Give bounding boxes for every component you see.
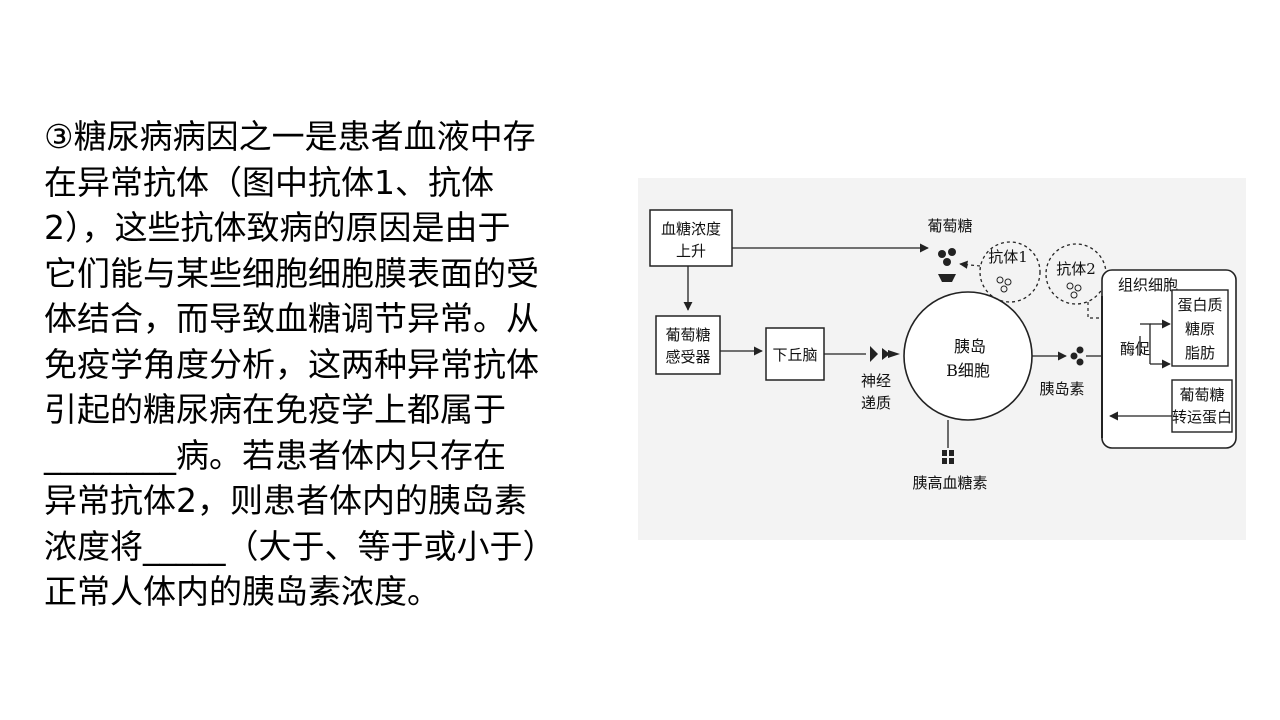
- question-line: 它们能与某些细胞细胞膜表面的受: [44, 253, 539, 293]
- islet-b-cell-label: B细胞: [946, 361, 990, 380]
- blood-sugar-rise-label: 上升: [676, 242, 706, 260]
- question-line-text: 病。若患者体内只存在: [176, 435, 506, 475]
- antibody2-label: 抗体2: [1056, 260, 1096, 278]
- neurotransmitter-label: 神经: [861, 372, 891, 390]
- neurotransmitter-icon: [870, 346, 900, 362]
- antibody1-label: 抗体1: [988, 248, 1028, 266]
- tissue-cell-label: 组织细胞: [1118, 276, 1178, 294]
- antibody2-icon: [1066, 282, 1082, 299]
- glucose-receptor-label: 葡萄糖: [665, 326, 710, 344]
- antibody1-circle: [979, 241, 1041, 303]
- glucose-receptor-icon: [938, 248, 956, 282]
- blood-sugar-rise-label: 血糖浓度: [661, 220, 721, 238]
- question-text: ③糖尿病病因之一是患者血液中存 在异常抗体（图中抗体1、抗体 2），这些抗体致病…: [44, 114, 614, 615]
- answer-blank-2[interactable]: _____: [143, 526, 226, 566]
- diagram-svg: 血糖浓度 上升 葡萄糖 感受器 下丘脑 神经 递质 胰岛 B细胞 葡萄糖 抗体1: [649, 209, 1237, 492]
- antibody1-icon: [996, 276, 1012, 293]
- neurotransmitter-label: 递质: [861, 394, 891, 412]
- transporter-label: 转运蛋白: [1172, 408, 1232, 426]
- product-label: 蛋白质: [1177, 296, 1222, 314]
- question-line: 2），这些抗体致病的原因是由于: [44, 208, 511, 247]
- answer-blank-1[interactable]: ________: [44, 435, 176, 475]
- transporter-box: [1171, 379, 1233, 433]
- antibody1-arrow: [959, 260, 981, 269]
- enzyme-label: 酶促: [1120, 340, 1150, 358]
- regulation-diagram: 血糖浓度 上升 葡萄糖 感受器 下丘脑 神经 递质 胰岛 B细胞 葡萄糖 抗体1: [638, 178, 1246, 540]
- islet-b-cell-label: 胰岛: [954, 337, 986, 356]
- question-line: 正常人体内的胰岛素浓度。: [44, 572, 440, 611]
- product-label: 糖原: [1185, 320, 1215, 338]
- insulin-icon: [1070, 346, 1084, 366]
- question-line: 免疫学角度分析，这两种异常抗体: [44, 344, 539, 384]
- hypothalamus-label: 下丘脑: [772, 346, 817, 364]
- glucose-receptor-label: 感受器: [665, 348, 710, 366]
- insulin-label: 胰岛素: [1039, 380, 1084, 398]
- hypothalamus-box: [765, 327, 825, 381]
- question-line: ________病。若患者体内只存在: [44, 433, 614, 479]
- question-line: 体结合，而导致血糖调节异常。从: [44, 299, 539, 338]
- question-line: 引起的糖尿病在免疫学上都属于: [44, 390, 506, 429]
- question-line-text: 浓度将: [44, 526, 143, 566]
- question-line: 浓度将_____（大于、等于或小于）: [44, 524, 614, 570]
- islet-b-cell: [903, 291, 1033, 421]
- product-label: 脂肪: [1185, 344, 1215, 362]
- question-line: 异常抗体2，则患者体内的胰岛素: [44, 481, 527, 520]
- question-line: ③糖尿病病因之一是患者血液中存: [44, 117, 536, 156]
- glucose-top-label: 葡萄糖: [927, 217, 972, 235]
- question-line: 在异常抗体（图中抗体1、抗体: [44, 162, 494, 202]
- glucagon-icon: [942, 450, 954, 464]
- question-line-text: （大于、等于或小于）: [225, 526, 556, 566]
- blood-sugar-rise-box: [649, 209, 733, 267]
- glucose-receptor-box: [655, 315, 721, 375]
- transporter-label: 葡萄糖: [1179, 386, 1224, 404]
- products-box: [1171, 289, 1229, 367]
- glucagon-label: 胰高血糖素: [912, 474, 987, 492]
